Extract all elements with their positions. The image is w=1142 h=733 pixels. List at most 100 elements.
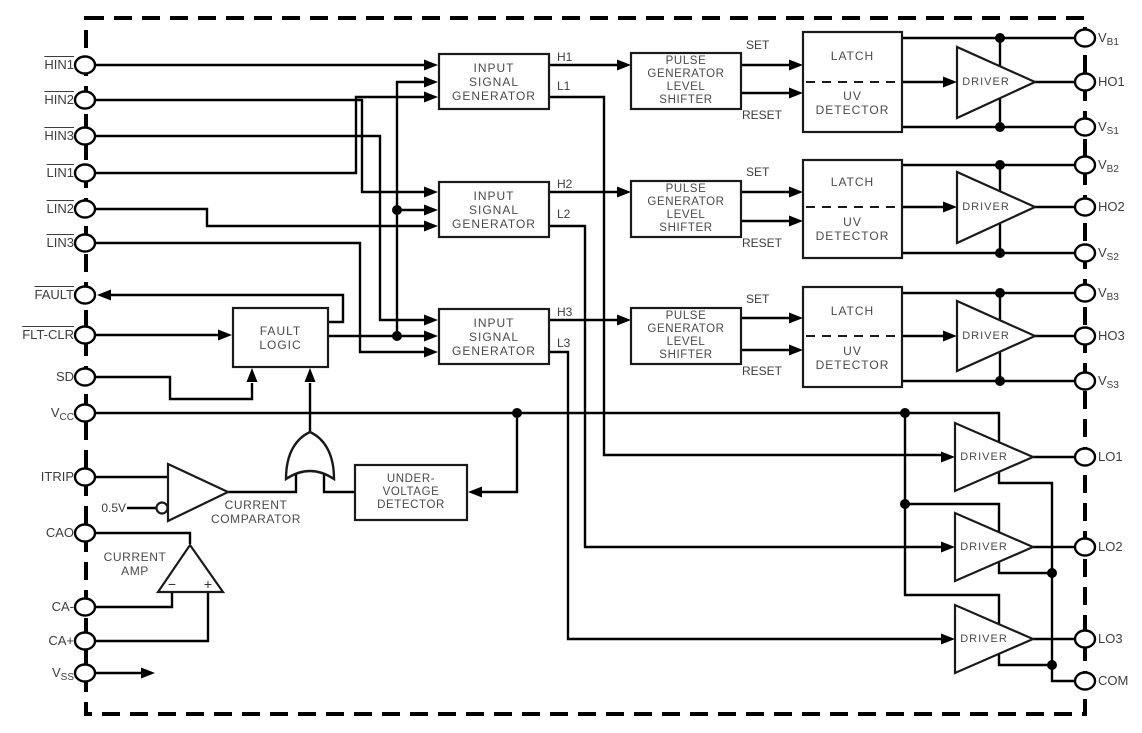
pin-vb3-terminal — [1073, 283, 1097, 303]
signal-wires — [95, 36, 1076, 683]
latch-1-label: LATCH — [830, 49, 875, 63]
reset-label-3: RESET — [742, 364, 783, 378]
net-label-l2: L2 — [557, 207, 571, 221]
pin-fltclr-terminal — [73, 325, 97, 345]
input-signal-generator-3-box — [437, 307, 551, 366]
net-label-h3: H3 — [557, 305, 573, 319]
latch-2-label: LATCH — [830, 175, 875, 189]
pin-caminus-terminal — [73, 597, 97, 617]
pin-label-ho3: HO3 — [1098, 328, 1125, 343]
pin-label-sd: SD — [55, 369, 74, 384]
pin-label-lin2: LIN2 — [46, 201, 74, 216]
pin-label-lo1: LO1 — [1098, 449, 1123, 464]
net-label-h2: H2 — [557, 177, 573, 191]
driver-lo1-triangle — [953, 421, 1036, 493]
pin-label-fault: FAULT — [34, 287, 75, 302]
function-blocks — [155, 30, 1038, 675]
arrowheads — [97, 59, 957, 679]
pulse-generator-1-box — [629, 51, 743, 111]
vref-label: 0.5V — [101, 501, 126, 515]
driver-ho2-label: DRIVER — [962, 201, 1010, 213]
net-label-l3: L3 — [557, 336, 571, 350]
amp-inverting-input-sign: − — [167, 576, 177, 592]
latch-3-label: LATCH — [830, 304, 875, 318]
wire-sd — [95, 375, 254, 401]
wire-fault-to-isg1 — [395, 80, 424, 336]
wire-cao — [95, 531, 192, 544]
pin-ho1-terminal — [1073, 72, 1097, 92]
net-label-l1: L1 — [557, 79, 571, 93]
pulse-generator-2-box — [629, 179, 743, 239]
pin-vs2-terminal — [1073, 243, 1097, 263]
pin-ho3-terminal — [1073, 326, 1097, 346]
wire-uv-to-or — [322, 468, 355, 494]
pin-itrip-terminal — [73, 467, 97, 487]
pin-label-vcc: VCC — [50, 405, 74, 423]
pin-label-lin3: LIN3 — [46, 235, 74, 250]
pin-label-vss: VSS — [51, 665, 74, 683]
latch-uv-2-box — [801, 158, 904, 260]
or-gate — [284, 430, 336, 482]
wire-l2 — [549, 224, 941, 549]
driver-ho2-triangle — [955, 170, 1038, 245]
current-comparator-triangle — [166, 462, 231, 523]
pin-lin2-terminal — [73, 199, 97, 219]
undervoltage-detector-box — [353, 463, 469, 522]
latch-uv-1-box — [801, 30, 904, 134]
pin-label-vs3: VS3 — [1098, 373, 1119, 391]
pin-label-vs2: VS2 — [1098, 245, 1119, 263]
inverting-input-bubble — [155, 501, 169, 515]
fault-logic-box — [231, 306, 330, 369]
wire-lo2-supply — [905, 502, 1001, 532]
driver-lo2-triangle — [953, 511, 1036, 583]
pin-label-cao: CAO — [45, 525, 74, 540]
pin-lo1-terminal — [1073, 447, 1097, 467]
pin-label-hin1: HIN1 — [44, 57, 74, 72]
pin-hin1-terminal — [73, 55, 97, 75]
wire-lin3 — [95, 241, 424, 354]
driver-ho3-label: DRIVER — [962, 330, 1010, 342]
pin-vb1-terminal — [1073, 28, 1097, 48]
junction-dots — [392, 33, 1057, 670]
pin-com-terminal — [1073, 671, 1097, 691]
wire-lo3-return — [997, 654, 1052, 667]
pin-label-vs1: VS1 — [1098, 119, 1119, 137]
driver-ho1-triangle — [955, 45, 1038, 120]
pin-label-lin1: LIN1 — [46, 165, 74, 180]
wire-hin2 — [95, 98, 424, 194]
driver-lo3-triangle — [953, 603, 1036, 675]
wire-lin2 — [95, 207, 424, 228]
wire-l1 — [549, 95, 941, 457]
wire-lo2-return — [997, 562, 1052, 575]
pin-label-ho1: HO1 — [1098, 74, 1125, 89]
pin-label-hin2: HIN2 — [44, 92, 74, 107]
driver-lo3-label: DRIVER — [960, 633, 1008, 645]
pin-label-lo2: LO2 — [1098, 539, 1123, 554]
pin-vb2-terminal — [1073, 155, 1097, 175]
pin-label-fltclr: FLT-CLR — [22, 327, 74, 342]
wire-vcc-to-uv — [482, 413, 519, 494]
pin-label-vb3: VB3 — [1098, 285, 1119, 303]
input-signal-generator-1-box — [437, 52, 551, 111]
pin-vs1-terminal — [1073, 117, 1097, 137]
pin-lo3-terminal — [1073, 629, 1097, 649]
pulse-generator-3-box — [629, 306, 743, 366]
pin-caplus-terminal — [73, 631, 97, 651]
driver-lo2-label: DRIVER — [960, 541, 1008, 553]
pin-fault-terminal — [73, 285, 97, 305]
wire-ca-plus — [95, 591, 210, 643]
reset-label-1: RESET — [742, 108, 783, 122]
amp-noninverting-input-sign: + — [203, 576, 213, 592]
wire-ca-minus — [95, 591, 174, 609]
